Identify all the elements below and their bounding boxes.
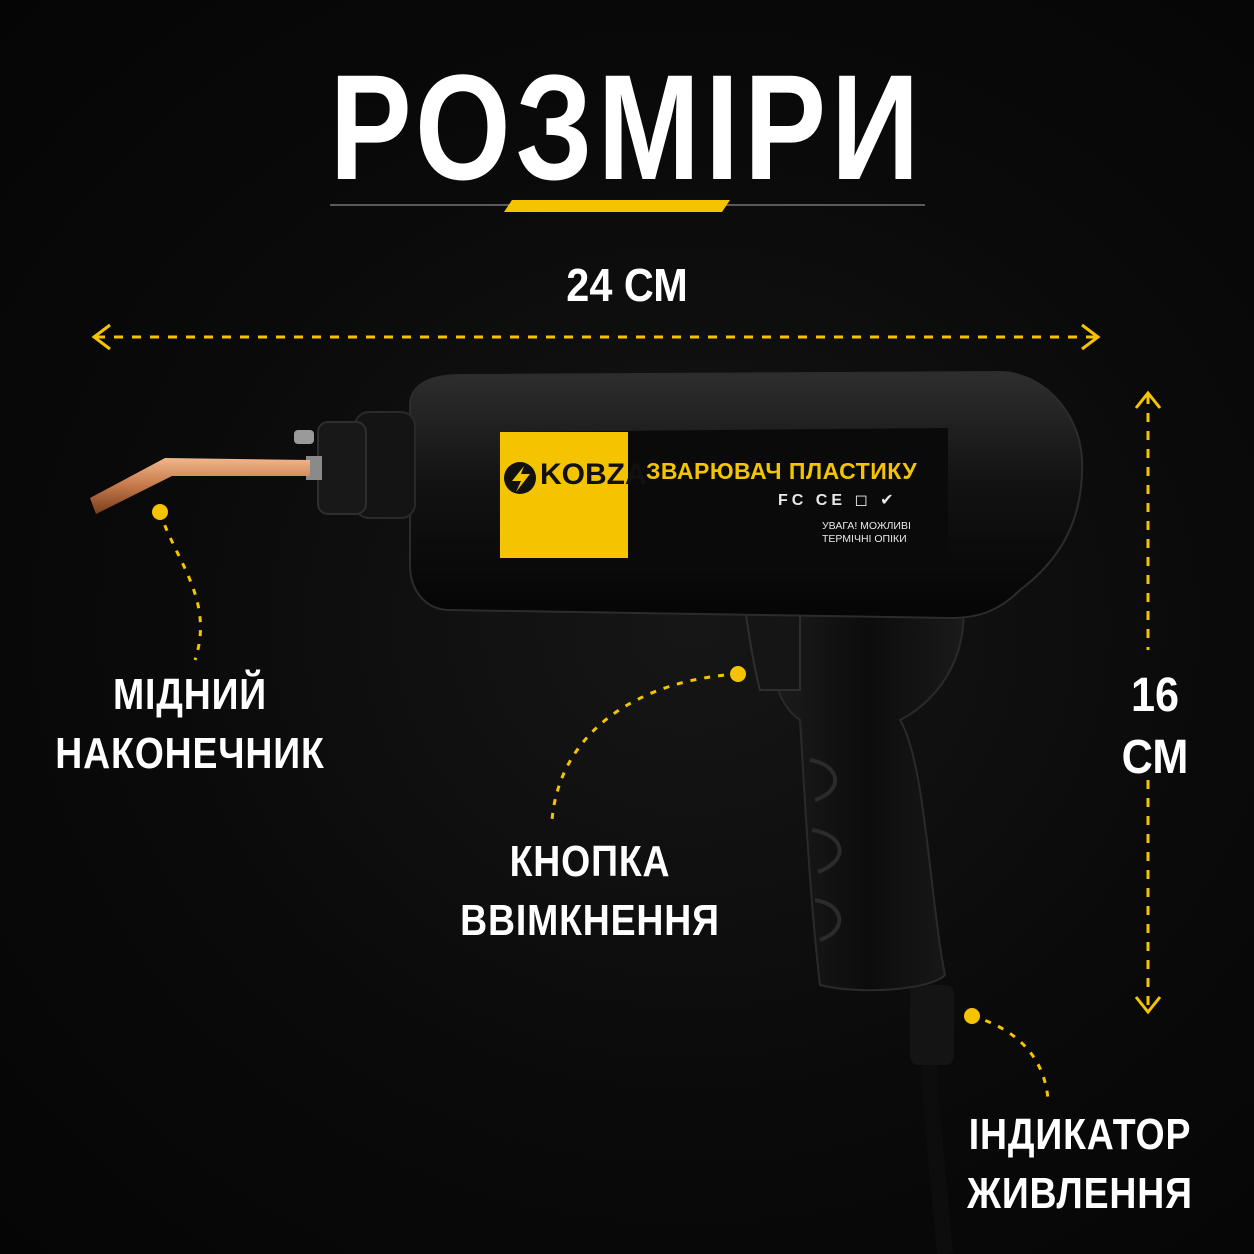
- indicator-marker-dot: [964, 1008, 980, 1024]
- certification-marks: FC CE ◻ ✔: [778, 492, 898, 509]
- nozzle-cap: [317, 421, 367, 515]
- height-unit: СМ: [1121, 731, 1189, 785]
- copper-tip: [90, 458, 310, 514]
- tip-marker-dot: [152, 504, 168, 520]
- power-indicator-label: ІНДИКАТОР ЖИВЛЕННЯ: [944, 1105, 1216, 1224]
- copper-tip-label-line-1: МІДНИЙ: [112, 670, 268, 719]
- product-label: [500, 428, 948, 558]
- width-dimension-label: 24 СМ: [566, 259, 688, 311]
- warning-line-2: ТЕРМІЧНІ ОПІКИ: [822, 533, 907, 546]
- grip-ridges: [809, 758, 842, 942]
- power-button-label: КНОПКА ВВІМКНЕННЯ: [446, 832, 735, 951]
- power-button-label-line-1: КНОПКА: [509, 837, 671, 886]
- nozzle-pin: [294, 430, 314, 444]
- power-indicator-label-line-1: ІНДИКАТОР: [968, 1110, 1192, 1159]
- warning-text: УВАГА! МОЖЛИВІ ТЕРМІЧНІ ОПІКИ: [822, 520, 911, 546]
- height-value: 16: [1130, 669, 1180, 722]
- power-button-label-line-2: ВВІМКНЕННЯ: [460, 896, 720, 946]
- gun-handle: [770, 584, 965, 992]
- height-dimension-arrow: [1134, 390, 1162, 1015]
- copper-tip-label: МІДНИЙ НАКОНЕЧНИК: [37, 665, 343, 784]
- copper-tip-label-line-2: НАКОНЕЧНИК: [55, 729, 325, 779]
- title-accent-bar: [504, 200, 730, 212]
- button-marker-dot: [730, 666, 746, 682]
- cord-strain-relief: [910, 985, 954, 1065]
- power-indicator-label-line-2: ЖИВЛЕННЯ: [967, 1169, 1193, 1219]
- height-dimension-label: 16 СМ: [1106, 665, 1205, 790]
- page-title: РОЗМІРИ: [329, 43, 925, 211]
- width-dimension-arrow: [91, 323, 1101, 351]
- product-name: ЗВАРЮВАЧ ПЛАСТИКУ: [646, 458, 918, 484]
- brand-name: KOBZA: [540, 458, 647, 491]
- leader-lines: [158, 511, 1050, 1101]
- warning-line-1: УВАГА! МОЖЛИВІ: [822, 520, 911, 532]
